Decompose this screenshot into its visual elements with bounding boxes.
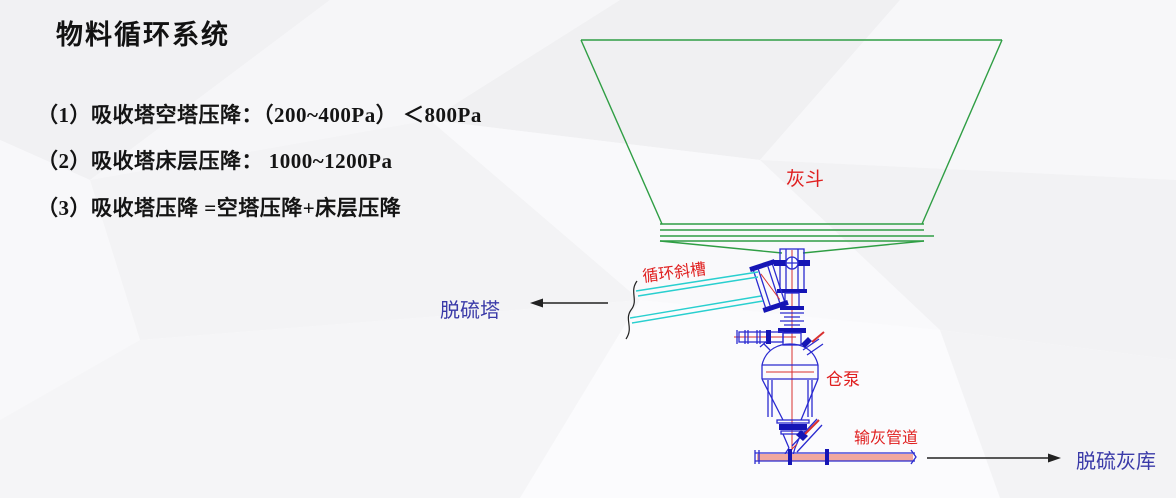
ash-pipeline-label: 输灰管道 [854, 430, 919, 447]
page-title: 物料循环系统 [56, 20, 230, 50]
desulfurization-tower-label: 脱硫塔 [440, 300, 500, 322]
hopper-label: 灰斗 [786, 169, 825, 190]
bullet-item-1: （1）吸收塔空塔压降：（200~400Pa） ＜800Pa [37, 103, 482, 127]
bin-pump-label: 仓泵 [826, 370, 860, 389]
bullet-item-2: （2）吸收塔床层压降： 1000~1200Pa [37, 149, 393, 173]
ash-silo-label: 脱硫灰库 [1076, 451, 1156, 473]
bullet-item-3: （3）吸收塔压降 =空塔压降+床层压降 [37, 196, 402, 220]
